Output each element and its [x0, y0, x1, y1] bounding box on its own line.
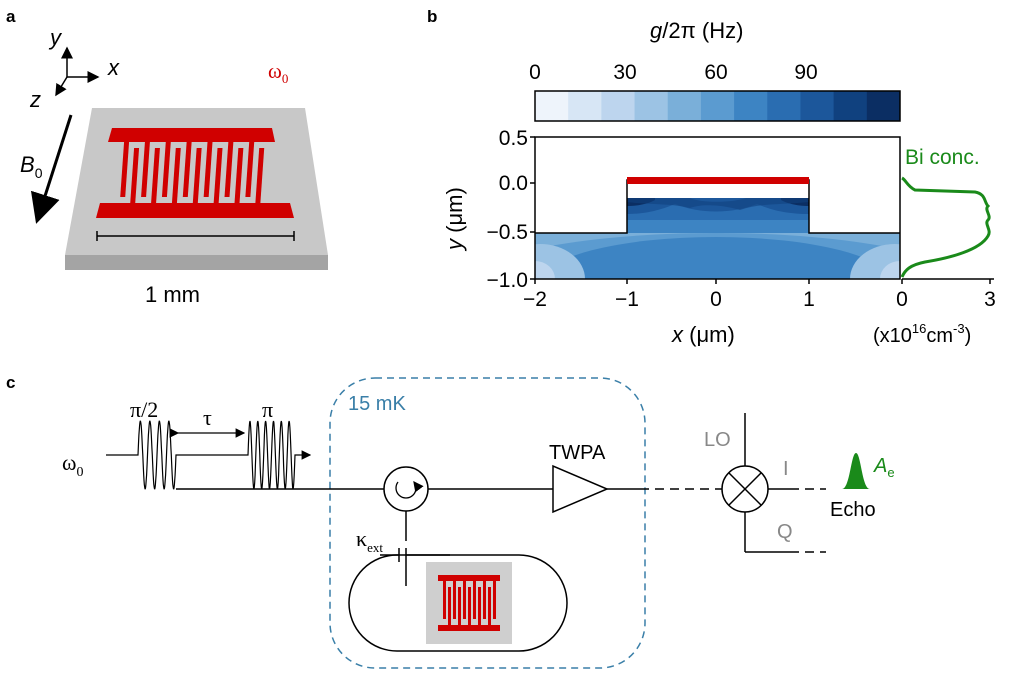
echo-peak: [842, 453, 870, 489]
colorbar-segment: [833, 91, 868, 121]
pulse1-label: π/2: [130, 397, 158, 422]
x-tick: −2: [523, 288, 547, 311]
tau-label: τ: [203, 405, 212, 430]
axis-y-label: y: [48, 25, 63, 50]
colorbar-segment: [800, 91, 835, 121]
y-tick: 0.0: [499, 172, 528, 195]
y-tick: −1.0: [487, 269, 528, 292]
axes-triad: y x z: [29, 25, 120, 112]
resonator-chip: [96, 128, 294, 218]
colorbar-segment: [634, 91, 669, 121]
omega-input-label: ω0: [62, 450, 83, 480]
echo-label: Echo: [830, 499, 876, 521]
circulator: [383, 466, 429, 512]
colorbar-tick: 30: [613, 61, 636, 84]
panel-label-b: b: [427, 7, 437, 26]
y-ticks: 0.5 0.0 −0.5 −1.0: [487, 127, 528, 292]
field-arrow: [30, 114, 73, 224]
colorbar-segment: [734, 91, 768, 121]
colorbar-ticks: 0 30 60 90: [529, 61, 818, 84]
amplitude-label: Ae: [873, 455, 895, 480]
colorbar-segment: [700, 91, 735, 121]
pulse-sequence: [106, 420, 300, 490]
colorbar-segment: [601, 91, 636, 121]
colorbar-tick: 0: [529, 61, 541, 84]
x-tick: −1: [615, 288, 639, 311]
q-label: Q: [777, 521, 793, 543]
colorbar-segment: [535, 91, 569, 121]
twpa-label: TWPA: [549, 442, 606, 464]
bi-label: Bi conc.: [905, 146, 980, 169]
axis-x-label: x: [107, 55, 120, 80]
map-frame: [534, 136, 901, 280]
colorbar-tick: 60: [704, 61, 727, 84]
kappa-label: κext: [356, 526, 383, 555]
conductor-cross-section: [627, 177, 809, 184]
iq-mixer: [721, 465, 769, 513]
coupling-map: [535, 137, 900, 279]
x-axis-label: x (μm): [671, 322, 735, 347]
y-axis-label: y (μm): [442, 187, 467, 252]
twpa-amplifier: [552, 464, 609, 514]
pulse2-label: π: [262, 397, 273, 422]
resonator-icon: [438, 575, 500, 631]
field-label: B0: [20, 152, 43, 181]
omega-label-a: ω0: [268, 59, 288, 86]
colorbar-tick: 90: [794, 61, 817, 84]
y-tick: −0.5: [487, 221, 528, 244]
colorbar-segment: [767, 91, 801, 121]
fridge-label: 15 mK: [348, 393, 406, 415]
bi-tick: 3: [984, 288, 996, 311]
y-tick: 0.5: [499, 127, 528, 150]
panel-label-c: c: [6, 373, 15, 392]
bi-unit: (x1016cm-3): [873, 321, 971, 347]
colorbar-segment: [568, 91, 602, 121]
colorbar: [534, 90, 901, 122]
colorbar-title: g/2π (Hz): [650, 18, 743, 43]
axis-z-label: z: [29, 87, 41, 112]
resonator-loop: [348, 554, 568, 652]
lo-label: LO: [704, 429, 731, 451]
i-label: I: [783, 458, 789, 480]
x-ticks: −2 −1 0 1: [523, 288, 815, 311]
scale-label: 1 mm: [145, 282, 200, 307]
bi-tick: 0: [896, 288, 908, 311]
x-tick: 0: [710, 288, 722, 311]
bi-profile: [900, 176, 991, 278]
colorbar-segment: [866, 91, 901, 121]
bi-ticks: 0 3: [896, 288, 996, 311]
fridge-box: [329, 377, 646, 669]
x-tick: 1: [803, 288, 815, 311]
colorbar-segment: [667, 91, 702, 121]
panel-label-a: a: [6, 7, 16, 26]
